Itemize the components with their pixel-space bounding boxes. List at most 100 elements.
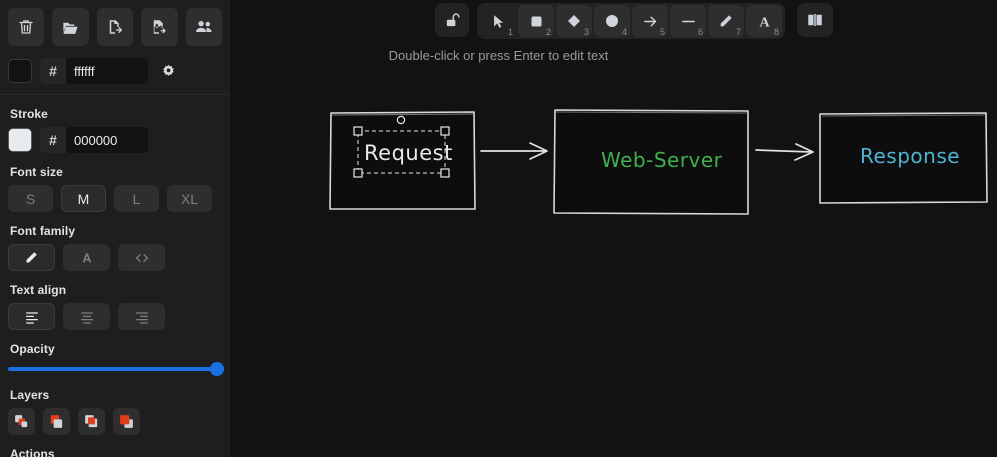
- trash-icon: [19, 20, 33, 34]
- font-size-m[interactable]: M: [61, 185, 106, 212]
- stroke-hex-field[interactable]: #: [40, 127, 148, 153]
- unlock-icon: [446, 12, 460, 26]
- code-icon: [135, 253, 148, 262]
- export-file-button[interactable]: [96, 8, 134, 46]
- shortcut-7: 7: [735, 27, 741, 37]
- minus-icon: [681, 20, 695, 22]
- font-size-xl[interactable]: XL: [167, 185, 212, 212]
- clear-canvas-button[interactable]: [8, 8, 45, 46]
- font-family-group: A: [8, 244, 222, 271]
- text-web-server[interactable]: Web-Server: [601, 148, 723, 172]
- tool-text[interactable]: A 8: [746, 5, 782, 37]
- align-right-icon: [135, 311, 148, 324]
- svg-text:A: A: [82, 251, 91, 265]
- shortcut-4: 4: [621, 27, 627, 37]
- export-image-icon: [154, 20, 167, 34]
- opacity-label: Opacity: [10, 342, 55, 356]
- tool-island: 1 2 3 4 5: [477, 3, 785, 39]
- align-center-icon: [80, 311, 93, 324]
- text-align-left[interactable]: [8, 303, 55, 330]
- live-collaboration-button[interactable]: [185, 8, 223, 46]
- opacity-track: [8, 367, 224, 371]
- canvas-actions-row: [8, 8, 223, 46]
- opacity-slider[interactable]: [8, 362, 224, 376]
- diamond-icon: [568, 15, 580, 27]
- hash-prefix: #: [40, 58, 66, 84]
- font-family-code[interactable]: [118, 244, 165, 271]
- layers-group: [8, 408, 222, 435]
- shortcut-1: 1: [507, 27, 513, 37]
- people-icon: [195, 21, 212, 32]
- layer-bring-forward[interactable]: [78, 408, 105, 435]
- hash-prefix: #: [40, 127, 66, 153]
- properties-panel: # Stroke # Font size S M L XL: [0, 0, 230, 457]
- shortcut-8: 8: [773, 27, 779, 37]
- square-icon: [531, 16, 541, 26]
- library-button[interactable]: [797, 3, 833, 37]
- text-align-group: [8, 303, 222, 330]
- shortcut-5: 5: [659, 27, 665, 37]
- layer-send-to-back[interactable]: [8, 408, 35, 435]
- font-family-normal[interactable]: A: [63, 244, 110, 271]
- shortcut-6: 6: [697, 27, 703, 37]
- open-file-button[interactable]: [52, 8, 89, 46]
- align-left-icon: [25, 311, 38, 324]
- actions-label: Actions: [10, 447, 55, 457]
- canvas-background-swatch[interactable]: [8, 59, 32, 83]
- tool-line[interactable]: 6: [670, 5, 706, 37]
- folder-icon: [63, 22, 78, 34]
- canvas-background-hex-input[interactable]: [66, 58, 148, 84]
- letter-a-icon: A: [82, 251, 91, 265]
- layer-bring-to-front[interactable]: [113, 408, 140, 435]
- font-family-hand-drawn[interactable]: [8, 244, 55, 271]
- arrow-webserver-to-response[interactable]: [755, 143, 814, 161]
- lock-tool-button[interactable]: [435, 3, 469, 37]
- letter-a-icon: A: [759, 14, 770, 30]
- text-align-center[interactable]: [63, 303, 110, 330]
- stroke-color-swatch[interactable]: [8, 128, 32, 152]
- bring-to-front-icon: [120, 415, 133, 428]
- font-size-label: Font size: [10, 165, 63, 179]
- arrow-request-to-webserver[interactable]: [480, 142, 548, 160]
- tool-selection[interactable]: 1: [480, 5, 516, 37]
- tool-diamond[interactable]: 3: [556, 5, 592, 37]
- cursor-icon: [493, 14, 503, 28]
- send-backward-icon: [50, 415, 63, 428]
- arrow-right-icon: [643, 16, 656, 26]
- tool-arrow[interactable]: 5: [632, 5, 668, 37]
- tool-rectangle[interactable]: 2: [518, 5, 554, 37]
- font-family-label: Font family: [10, 224, 76, 238]
- layer-send-backward[interactable]: [43, 408, 70, 435]
- text-align-right[interactable]: [118, 303, 165, 330]
- export-image-button[interactable]: [141, 8, 178, 46]
- opacity-thumb[interactable]: [210, 362, 224, 376]
- font-size-l[interactable]: L: [114, 185, 159, 212]
- shortcut-2: 2: [545, 27, 551, 37]
- resize-handle-nw: [353, 126, 363, 136]
- pencil-icon: [26, 252, 37, 263]
- bring-forward-icon: [85, 415, 98, 428]
- text-response[interactable]: Response: [860, 144, 961, 168]
- shortcut-3: 3: [583, 27, 589, 37]
- stroke-hex-input[interactable]: [66, 127, 148, 153]
- font-size-s[interactable]: S: [8, 185, 53, 212]
- canvas-background-hex-field[interactable]: #: [40, 58, 148, 84]
- rotate-handle: [396, 115, 406, 125]
- send-to-back-icon: [15, 415, 28, 428]
- circle-icon: [606, 15, 618, 27]
- tool-ellipse[interactable]: 4: [594, 5, 630, 37]
- panel-divider: [0, 94, 230, 95]
- stroke-label: Stroke: [10, 107, 48, 121]
- resize-handle-se: [440, 168, 450, 178]
- resize-handle-sw: [353, 168, 363, 178]
- export-file-icon: [109, 20, 123, 34]
- text-request[interactable]: Request: [364, 141, 453, 165]
- svg-text:A: A: [759, 14, 770, 30]
- canvas-settings-button[interactable]: [160, 63, 177, 80]
- resize-handle-ne: [440, 126, 450, 136]
- layers-label: Layers: [10, 388, 50, 402]
- pencil-icon: [720, 15, 732, 27]
- book-icon: [808, 14, 822, 26]
- tool-draw[interactable]: 7: [708, 5, 744, 37]
